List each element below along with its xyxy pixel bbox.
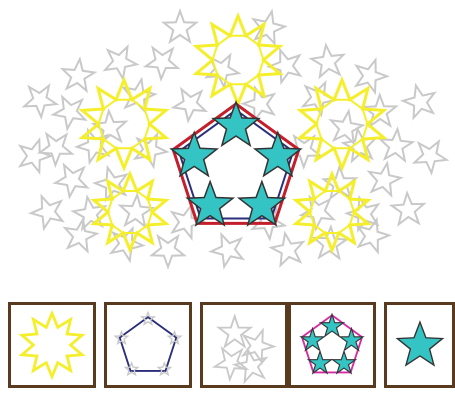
grey-star bbox=[20, 140, 51, 172]
teal-star bbox=[213, 102, 259, 145]
grey-star bbox=[414, 141, 446, 173]
grey-star bbox=[158, 363, 170, 375]
yellow-rosette bbox=[196, 16, 280, 104]
grey-star bbox=[125, 363, 137, 375]
tile-grey-stars[interactable] bbox=[200, 302, 288, 388]
navy-pentagon bbox=[120, 317, 177, 371]
grey-star bbox=[173, 89, 205, 121]
grey-star bbox=[40, 134, 72, 165]
tile-palette bbox=[0, 296, 455, 394]
grey-star bbox=[311, 45, 343, 77]
grey-star bbox=[142, 312, 154, 324]
ten-point-star-icon bbox=[11, 305, 93, 385]
grey-star bbox=[211, 234, 243, 266]
grey-star bbox=[31, 196, 62, 228]
grey-star bbox=[55, 165, 87, 197]
grey-star bbox=[24, 86, 56, 117]
yellow-rosette bbox=[94, 174, 166, 250]
grey-star bbox=[164, 11, 196, 42]
teal-star-icon bbox=[387, 305, 452, 385]
tessellation-pattern bbox=[0, 0, 455, 280]
tile-yellow-rosette[interactable] bbox=[8, 302, 96, 388]
grey-star bbox=[331, 111, 363, 143]
grey-star bbox=[271, 233, 303, 265]
pentagon-outline-icon bbox=[107, 305, 189, 385]
grey-star bbox=[105, 47, 137, 79]
tile-teal-star[interactable] bbox=[384, 302, 455, 388]
teal-star bbox=[397, 322, 442, 365]
grey-star bbox=[53, 97, 85, 129]
grey-star bbox=[380, 129, 412, 161]
tile-teal-star-pentagon[interactable] bbox=[288, 302, 376, 388]
grey-star bbox=[403, 86, 434, 118]
teal-star-pentagon-icon bbox=[291, 305, 373, 385]
grey-star bbox=[63, 59, 95, 91]
grey-star bbox=[152, 236, 184, 267]
grey-star bbox=[269, 50, 300, 82]
teal-star bbox=[320, 314, 343, 336]
grey-star bbox=[146, 48, 178, 79]
grey-star bbox=[219, 316, 251, 346]
grey-stars-icon bbox=[203, 305, 285, 385]
yellow-rosette-inner bbox=[213, 36, 264, 85]
yellow-rosette bbox=[22, 313, 82, 376]
grey-star bbox=[392, 193, 424, 224]
grey-star bbox=[369, 163, 401, 195]
pattern-canvas bbox=[0, 0, 455, 280]
grey-star bbox=[356, 60, 387, 92]
tile-blue-pentagon[interactable] bbox=[104, 302, 192, 388]
